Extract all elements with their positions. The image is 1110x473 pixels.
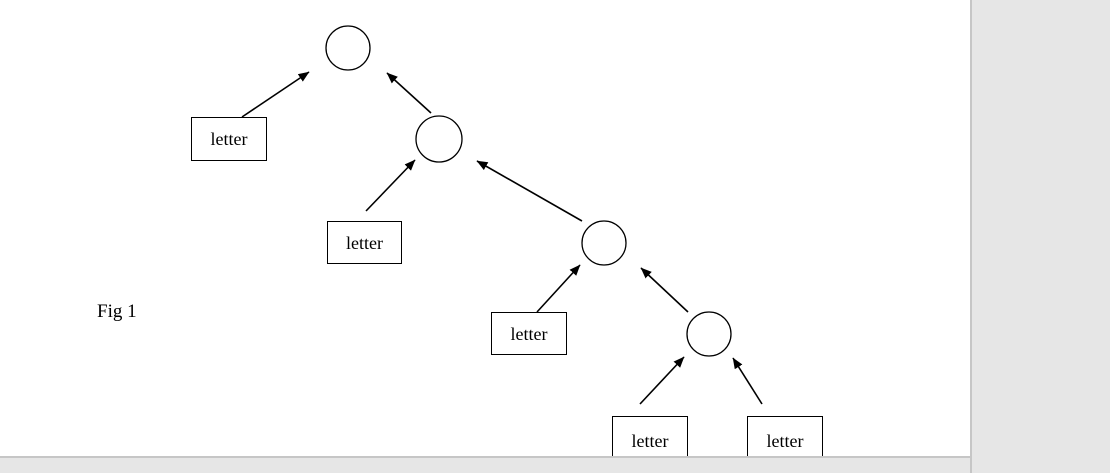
letter-box-2: letter	[327, 221, 402, 264]
arrow-node4-to-node3	[640, 267, 689, 313]
tree-node-circle-4	[686, 311, 732, 357]
letter-box-4-label: letter	[631, 431, 669, 451]
letter-box-5: letter	[747, 416, 823, 456]
tree-diagram	[241, 25, 763, 405]
page-gutter-right	[970, 0, 1110, 473]
tree-node-circle-3	[581, 220, 627, 266]
page-gutter-bottom	[0, 456, 970, 473]
letter-box-3-label: letter	[510, 323, 548, 344]
letter-box-1-label: letter	[210, 129, 248, 149]
tree-node-circle-1	[325, 25, 371, 71]
arrow-node2-to-node1	[386, 72, 432, 114]
letter-box-1: letter	[191, 117, 267, 161]
arrow-leaf1-to-node1	[241, 71, 310, 118]
letter-box-2-label: letter	[346, 232, 383, 253]
document-page: letter letter letter letter letter Fig 1	[0, 0, 970, 456]
letter-box-4: letter	[612, 416, 688, 456]
letter-box-5-label: letter	[766, 431, 804, 451]
arrow-leaf3-to-node3	[536, 264, 581, 313]
arrow-leaf5-to-node4	[732, 357, 763, 405]
arrow-node3-to-node2	[476, 160, 583, 222]
arrow-leaf4-to-node4	[639, 356, 685, 405]
tree-node-circle-2	[415, 115, 463, 163]
letter-box-3: letter	[491, 312, 567, 355]
figure-caption: Fig 1	[97, 301, 137, 322]
arrow-leaf2-to-node2	[365, 159, 416, 212]
